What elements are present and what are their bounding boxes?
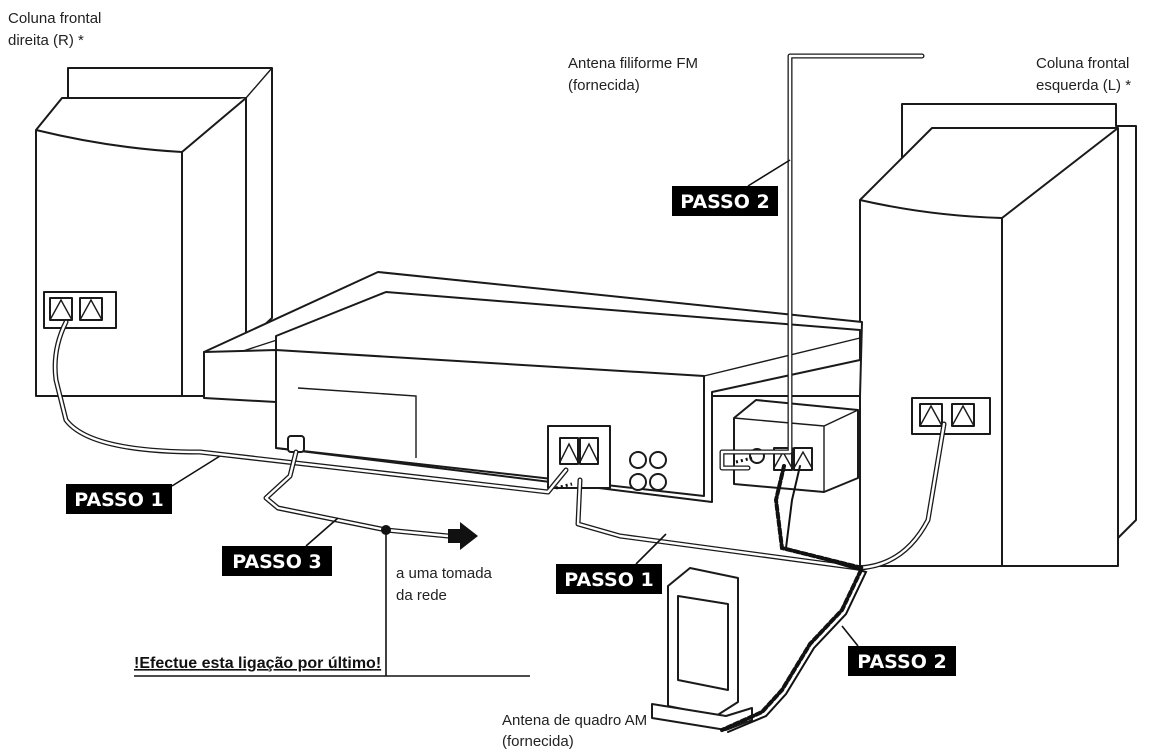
jack-panel xyxy=(629,451,667,491)
step-badge-passo3: PASSO 3 xyxy=(222,546,332,576)
passo1-left-leader xyxy=(171,455,221,487)
speaker-left xyxy=(859,103,1137,567)
passo1-left-label: PASSO 1 xyxy=(74,489,163,511)
cables xyxy=(52,53,947,733)
passo3-leader xyxy=(305,517,339,547)
passo2-bottom-label: PASSO 2 xyxy=(857,651,946,673)
am-antenna-label: Antena de quadro AM (fornecida) xyxy=(502,712,651,750)
main-unit xyxy=(203,271,863,503)
passo2-bottom-leader xyxy=(841,625,859,647)
am-loop-antenna xyxy=(651,567,753,731)
antenna-module xyxy=(733,399,859,493)
step-badge-passo2-top: PASSO 2 xyxy=(672,186,778,216)
speaker-left-label: Coluna frontal esquerda (L) * xyxy=(1036,55,1134,94)
step-badge-passo1-left: PASSO 1 xyxy=(66,484,172,514)
speaker-right-terminals xyxy=(43,291,117,329)
speaker-left-terminals xyxy=(911,397,991,435)
step-badge-passo2-bottom: PASSO 2 xyxy=(848,646,956,676)
passo1-center-label: PASSO 1 xyxy=(564,569,653,591)
last-connection-warning: !Efectue esta ligação por último! xyxy=(134,655,381,672)
wall-outlet-label: a uma tomada da rede xyxy=(396,565,496,604)
step-badge-passo1-center: PASSO 1 xyxy=(556,564,662,594)
passo3-label: PASSO 3 xyxy=(232,551,321,573)
passo2-top-leader xyxy=(747,159,791,187)
speaker-right-label: Coluna frontal direita (R) * xyxy=(8,10,106,49)
speaker-right xyxy=(35,67,273,397)
passo1-center-leader xyxy=(635,533,667,565)
passo2-top-label: PASSO 2 xyxy=(680,191,769,213)
fm-antenna-label: Antena filiforme FM (fornecida) xyxy=(568,55,702,94)
